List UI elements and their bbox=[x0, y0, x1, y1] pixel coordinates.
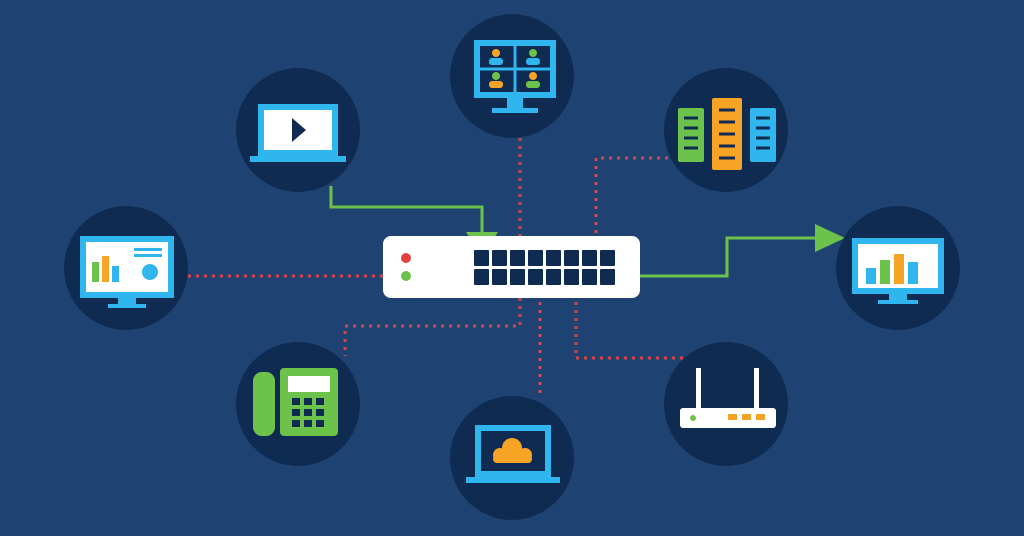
node-video-conference[interactable] bbox=[450, 14, 574, 138]
switch-port bbox=[492, 269, 507, 285]
arrow-outbound-icon bbox=[815, 224, 845, 252]
switch-port bbox=[600, 250, 615, 266]
phone-key bbox=[316, 398, 324, 405]
node-servers[interactable] bbox=[664, 68, 788, 192]
phone-key bbox=[304, 409, 312, 416]
switch-ports bbox=[474, 250, 615, 285]
node-wireless-router[interactable] bbox=[664, 342, 788, 466]
dotted-links bbox=[188, 138, 683, 398]
active-links bbox=[329, 186, 820, 278]
laptop-play-icon bbox=[250, 104, 346, 162]
switch-port bbox=[582, 250, 597, 266]
switch-port bbox=[564, 250, 579, 266]
phone-key bbox=[304, 420, 312, 427]
switch-port bbox=[546, 250, 561, 266]
desk-phone-icon bbox=[253, 368, 338, 436]
phone-key bbox=[292, 420, 300, 427]
phone-key bbox=[304, 398, 312, 405]
node-analytics-monitor[interactable] bbox=[836, 206, 960, 330]
link-servers-to-switch bbox=[594, 156, 668, 262]
switch-port bbox=[474, 250, 489, 266]
switch-port bbox=[600, 269, 615, 285]
server-rack-icon bbox=[678, 98, 776, 170]
switch-port bbox=[474, 269, 489, 285]
node-dashboard-monitor[interactable] bbox=[64, 206, 188, 330]
link-switch-to-router bbox=[574, 270, 683, 360]
cloud-laptop-icon bbox=[466, 425, 560, 483]
switch-port bbox=[510, 269, 525, 285]
switch-port bbox=[564, 269, 579, 285]
status-led-red-icon bbox=[401, 253, 411, 263]
switch-port bbox=[528, 269, 543, 285]
bar-chart-monitor-icon bbox=[852, 238, 944, 304]
node-circle bbox=[664, 342, 788, 466]
video-conference-monitor-icon bbox=[474, 40, 556, 113]
link-laptop-to-switch bbox=[329, 186, 484, 238]
phone-key bbox=[292, 398, 300, 405]
switch-body bbox=[383, 236, 640, 298]
network-switch[interactable] bbox=[383, 236, 640, 298]
node-ip-phone[interactable] bbox=[236, 342, 360, 466]
phone-key bbox=[316, 420, 324, 427]
phone-key bbox=[292, 409, 300, 416]
switch-port bbox=[582, 269, 597, 285]
link-switch-to-analytics bbox=[612, 236, 820, 278]
router-icon bbox=[680, 368, 776, 428]
node-cloud-laptop[interactable] bbox=[450, 396, 574, 520]
node-laptop-video[interactable] bbox=[236, 68, 360, 192]
switch-port bbox=[546, 269, 561, 285]
phone-key bbox=[316, 409, 324, 416]
switch-port bbox=[510, 250, 525, 266]
switch-port bbox=[528, 250, 543, 266]
dashboard-monitor-icon bbox=[80, 236, 174, 308]
link-videoconf-to-phone bbox=[343, 138, 522, 356]
status-led-green-icon bbox=[401, 271, 411, 281]
switch-port bbox=[492, 250, 507, 266]
